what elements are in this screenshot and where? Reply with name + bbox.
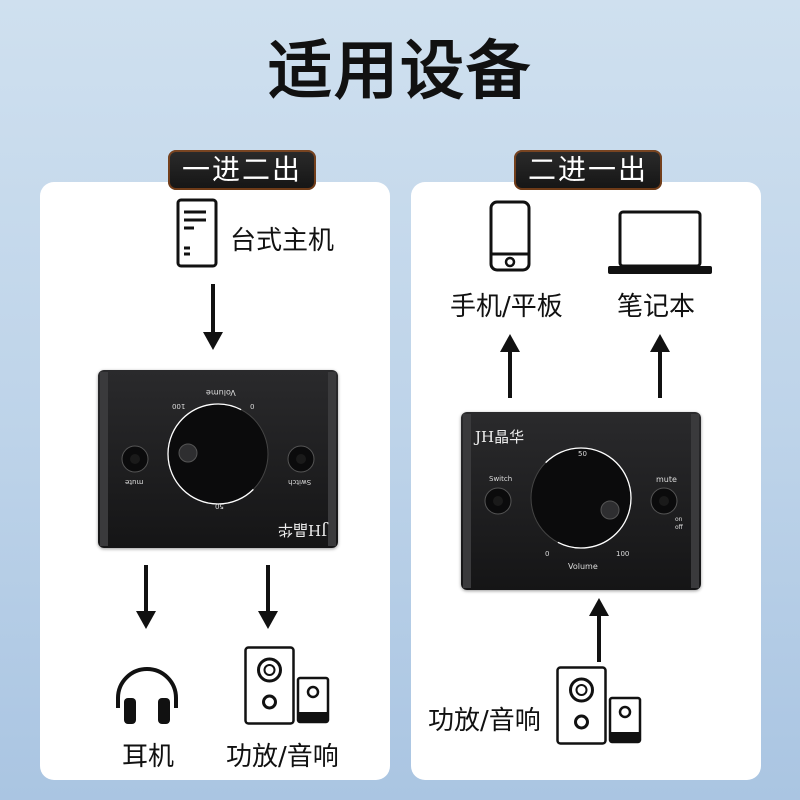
scale-mark-0: 0 xyxy=(250,402,255,410)
switch-label: Switch xyxy=(288,478,312,486)
brand-logo: JH晶华 xyxy=(475,428,525,446)
desktop-tower-icon xyxy=(176,198,218,268)
knob-label: Volume xyxy=(206,388,236,397)
mute-label: mute xyxy=(125,478,144,486)
switch-label: Switch xyxy=(489,475,513,483)
scale-mark-50: 50 xyxy=(578,450,587,458)
arrow-down-icon xyxy=(136,565,156,629)
scale-mark-50: 50 xyxy=(215,502,224,510)
phone-icon xyxy=(489,200,531,272)
right-badge: 二进一出 xyxy=(514,150,662,190)
source-label-speaker: 功放/音响 xyxy=(428,706,541,736)
source-label-desktop: 台式主机 xyxy=(230,226,335,256)
arrow-up-icon xyxy=(650,334,670,398)
mute-label: mute xyxy=(656,475,677,484)
laptop-icon xyxy=(608,210,712,274)
device-shell xyxy=(463,414,699,588)
speaker-icon xyxy=(244,646,330,725)
arrow-up-icon xyxy=(500,334,520,398)
device-shell xyxy=(100,372,336,546)
mute-off-label: off xyxy=(675,524,683,531)
scale-mark-100: 100 xyxy=(616,550,630,558)
mute-on-label: on xyxy=(675,516,683,523)
arrow-up-icon xyxy=(589,598,609,662)
headphones-icon xyxy=(116,667,178,724)
page-title: 适用设备 xyxy=(268,35,532,109)
speaker-icon xyxy=(556,666,642,745)
audio-switch-device-right: JH晶华 50 0 100 Volume Switch mute on off xyxy=(461,412,701,590)
output-label-speaker: 功放/音响 xyxy=(226,742,339,772)
left-badge: 一进二出 xyxy=(168,150,316,190)
scale-mark-100: 100 xyxy=(172,402,186,410)
knob-label: Volume xyxy=(568,562,598,571)
brand-logo: JH晶华 xyxy=(278,521,328,539)
output-label-phone: 手机/平板 xyxy=(450,292,563,322)
audio-switch-device-left: Volume 100 0 50 mute Switch JH晶华 xyxy=(98,370,338,548)
arrow-down-icon xyxy=(258,565,278,629)
scale-mark-0: 0 xyxy=(545,550,550,558)
output-label-laptop: 笔记本 xyxy=(617,292,696,322)
arrow-down-icon xyxy=(203,284,223,350)
output-label-headphones: 耳机 xyxy=(122,742,175,772)
